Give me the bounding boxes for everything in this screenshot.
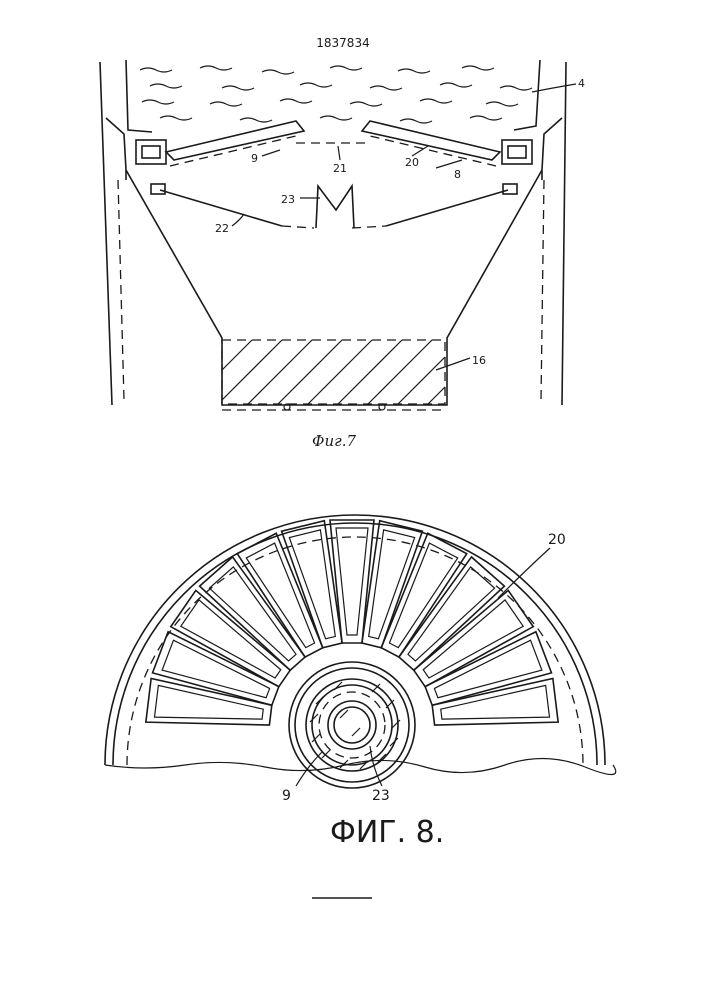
label-20-fig7: 20 (405, 156, 419, 169)
deflector-dash-right (352, 226, 386, 228)
inclined-plate-left (166, 121, 304, 160)
radial-blades (146, 520, 558, 725)
hub-sleeve-inner (312, 685, 392, 765)
label-22: 22 (215, 222, 229, 235)
zigzag-element-23 (316, 186, 354, 228)
outer-dash-left (118, 180, 124, 400)
label-9-fig7: 9 (251, 152, 258, 165)
blade (171, 590, 290, 686)
blade (414, 590, 533, 686)
label-21: 21 (333, 162, 347, 175)
outer-dash-right (541, 180, 544, 400)
bracket-right (502, 140, 532, 194)
tube-23-outer (328, 701, 376, 749)
figure-7-caption: Фиг.7 (312, 432, 356, 450)
patent-number: 1837834 (316, 36, 369, 50)
outer-rim-inner (113, 523, 597, 765)
label-8: 8 (454, 168, 461, 181)
inclined-plate-right (362, 121, 500, 160)
tube-23-inner (334, 707, 370, 743)
plate-dash-right (366, 135, 496, 166)
section-break-line (105, 758, 616, 774)
label-20-fig8: 20 (548, 532, 566, 548)
outer-wall-right (562, 62, 566, 405)
outer-wall-left (100, 62, 112, 405)
figure-8: 20 9 23 ФИГ. 8. (105, 515, 616, 850)
label-9-fig8: 9 (282, 788, 291, 804)
upper-wall-left (126, 60, 152, 132)
label-16: 16 (472, 354, 486, 367)
label-23-fig7: 23 (281, 193, 295, 206)
figure-8-caption: ФИГ. 8. (330, 815, 444, 850)
bracket-left (136, 140, 166, 194)
deflector-left (160, 190, 282, 226)
flange-left (106, 118, 126, 180)
label-4: 4 (578, 77, 585, 90)
hub-sleeve-outer (306, 679, 398, 771)
leader-lines-fig7 (232, 84, 576, 370)
liquid-waves (140, 66, 532, 123)
deflector-right (386, 190, 508, 226)
blade-inner-outline (434, 640, 541, 698)
label-23-fig8: 23 (372, 788, 390, 804)
upper-wall-right (514, 60, 540, 130)
flange-right (542, 118, 562, 180)
hub-dashed-circle (319, 692, 385, 758)
plate-dash-left (170, 135, 300, 166)
blade-inner-outline (162, 640, 269, 698)
hatched-block-16 (222, 340, 447, 410)
deflector-dash-left (282, 226, 314, 228)
figure-7: 4 9 21 20 8 23 22 16 Фиг.7 (100, 60, 585, 450)
blade-inner-outline (336, 528, 368, 635)
funnel-body (126, 170, 542, 405)
